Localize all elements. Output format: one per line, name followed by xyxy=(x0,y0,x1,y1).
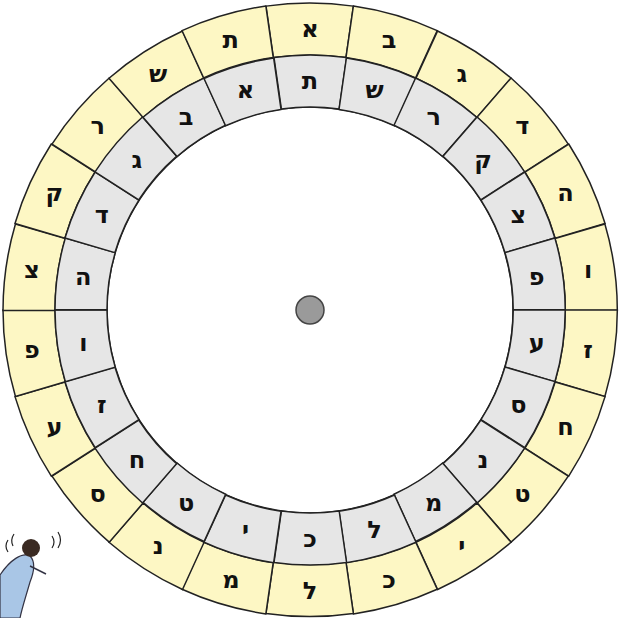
cipher-letter: ו xyxy=(584,258,592,282)
cipher-letter: א xyxy=(237,78,254,102)
cipher-letter: ח xyxy=(129,448,146,472)
cipher-letter: ע xyxy=(529,331,545,355)
cipher-segment: א xyxy=(202,56,283,128)
cipher-segment: ו xyxy=(53,308,117,384)
cipher-letter: ס xyxy=(510,393,526,417)
cipher-letter: ר xyxy=(90,114,104,138)
cipher-letter: ד xyxy=(515,114,529,138)
cipher-letter: ל xyxy=(367,518,382,542)
cipher-letter: מ xyxy=(222,568,239,592)
cipher-letter: ה xyxy=(557,181,574,205)
cipher-letter: ט xyxy=(514,482,530,506)
cipher-letter: י xyxy=(242,518,249,542)
inner-disc xyxy=(107,107,513,513)
cipher-letter: כ xyxy=(303,527,317,551)
cipher-letter: ל xyxy=(303,579,318,603)
segment-fill xyxy=(55,310,115,382)
cipher-letter: פ xyxy=(24,338,40,362)
cipher-letter: ב xyxy=(382,28,397,52)
cipher-letter: צ xyxy=(510,203,526,227)
cipher-letter: ת xyxy=(302,69,318,93)
cipher-letter: ס xyxy=(89,482,105,506)
cipher-letter: ט xyxy=(178,491,194,515)
cipher-segment: ל xyxy=(264,560,355,618)
segment-fill xyxy=(266,562,353,617)
figure-icon xyxy=(0,532,61,618)
cipher-letter: נ xyxy=(478,448,489,472)
cipher-letter: ש xyxy=(149,62,167,86)
center-pin xyxy=(296,296,324,324)
cipher-letter: ו xyxy=(79,331,87,355)
cipher-letter: ג xyxy=(457,62,468,86)
cipher-letter: ת xyxy=(223,28,239,52)
segment-fill xyxy=(505,238,565,310)
cipher-letter: א xyxy=(301,17,318,41)
cipher-letter: כ xyxy=(382,568,396,592)
cipher-letter: י xyxy=(458,534,465,558)
cipher-letter: ק xyxy=(474,148,492,172)
cipher-letter: ז xyxy=(583,338,593,362)
cipher-letter: צ xyxy=(24,258,40,282)
cipher-letter: ח xyxy=(557,415,574,439)
cipher-letter: ב xyxy=(179,105,194,129)
cipher-letter: מ xyxy=(425,491,442,515)
cipher-segment: ת xyxy=(272,53,349,111)
cipher-letter: ז xyxy=(97,393,107,417)
segment-fill xyxy=(274,511,347,565)
cipher-segment: פ xyxy=(503,236,567,312)
cipher-letter: ר xyxy=(427,105,441,129)
segment-fill xyxy=(266,3,353,58)
cipher-segment: ל xyxy=(337,493,418,565)
cipher-segment: א xyxy=(264,1,355,60)
cipher-letter: ק xyxy=(46,181,64,205)
segment-fill xyxy=(339,495,416,563)
segment-fill xyxy=(204,58,281,126)
cipher-letter: נ xyxy=(153,534,164,558)
cipher-letter: פ xyxy=(529,265,545,289)
cipher-segment: כ xyxy=(272,509,349,567)
segment-fill xyxy=(274,55,347,109)
cipher-letter: ש xyxy=(365,78,383,102)
cipher-letter: ה xyxy=(75,265,92,289)
cipher-letter: ד xyxy=(95,203,109,227)
cipher-letter: ג xyxy=(132,148,143,172)
cipher-letter: ע xyxy=(46,415,62,439)
